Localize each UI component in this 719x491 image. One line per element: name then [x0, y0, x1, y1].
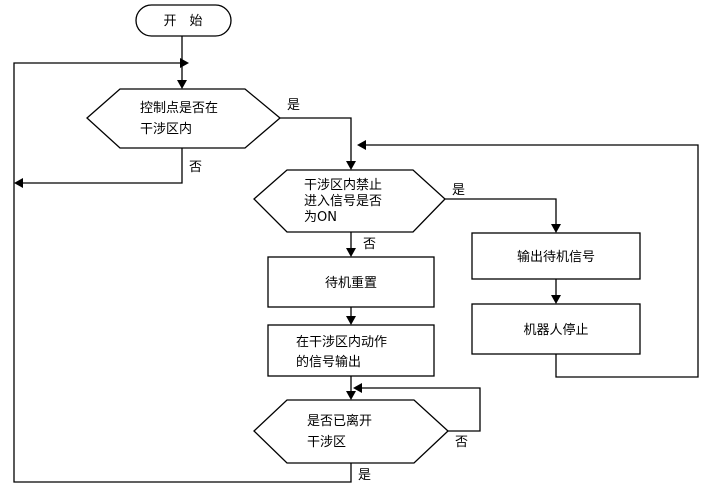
label-zone-no: 否 — [189, 160, 202, 175]
decision-signal-line1: 干涉区内禁止 — [304, 177, 382, 193]
arrowhead — [551, 224, 561, 233]
label-left-no: 否 — [455, 435, 468, 450]
edge-left-no — [360, 387, 481, 432]
node-start: 开 始 — [135, 4, 232, 37]
arrowhead — [357, 140, 366, 150]
decision-in-zone-line1: 控制点是否在 — [140, 101, 218, 116]
edge-signal-yes — [445, 198, 557, 227]
edge-labels: 是 否 是 否 否 是 — [189, 98, 468, 483]
arrowhead — [14, 178, 23, 188]
label-zone-yes: 是 — [287, 98, 300, 113]
process-robot-stop: 机器人停止 — [471, 303, 641, 355]
output-zone-signal-line1: 在干涉区内动作 — [296, 334, 387, 350]
edge-stop-loop — [364, 144, 699, 378]
label-signal-no: 否 — [363, 237, 376, 252]
edge-zone-no — [21, 148, 183, 184]
process-standby-reset: 待机重置 — [267, 256, 435, 308]
label-signal-yes: 是 — [452, 183, 465, 198]
arrowhead — [551, 295, 561, 304]
output-zone-signal-line2: 的信号输出 — [296, 354, 361, 370]
edge-zone-yes — [280, 117, 352, 163]
arrowhead — [346, 248, 356, 257]
connectors — [13, 36, 699, 483]
decision-left-line1: 是否已离开 — [307, 413, 372, 429]
decision-signal-line2: 进入信号是否 — [304, 194, 382, 209]
decision-signal-on: 干涉区内禁止 进入信号是否 为ON — [253, 169, 446, 233]
decision-left-line2: 干涉区 — [307, 435, 346, 450]
arrowhead — [177, 80, 187, 89]
arrowhead — [180, 58, 189, 68]
decision-signal-line3: 为ON — [304, 210, 337, 225]
edge-left-loop — [13, 62, 352, 483]
decision-in-zone-line2: 干涉区内 — [140, 121, 192, 137]
process-output-zone-signal: 在干涉区内动作 的信号输出 — [267, 324, 435, 377]
standby-reset-label: 待机重置 — [325, 275, 377, 291]
robot-stop-label: 机器人停止 — [523, 322, 588, 338]
output-standby-label: 输出待机信号 — [517, 249, 595, 265]
decision-in-zone: 控制点是否在 干涉区内 — [86, 88, 282, 149]
arrowhead — [346, 161, 356, 170]
label-left-yes: 是 — [358, 468, 371, 483]
arrowhead — [346, 316, 356, 325]
arrowhead — [353, 383, 362, 393]
decision-left-zone: 是否已离开 干涉区 — [253, 399, 449, 464]
start-label: 开 始 — [163, 14, 202, 29]
arrowhead — [346, 391, 356, 400]
process-output-standby: 输出待机信号 — [471, 232, 641, 280]
